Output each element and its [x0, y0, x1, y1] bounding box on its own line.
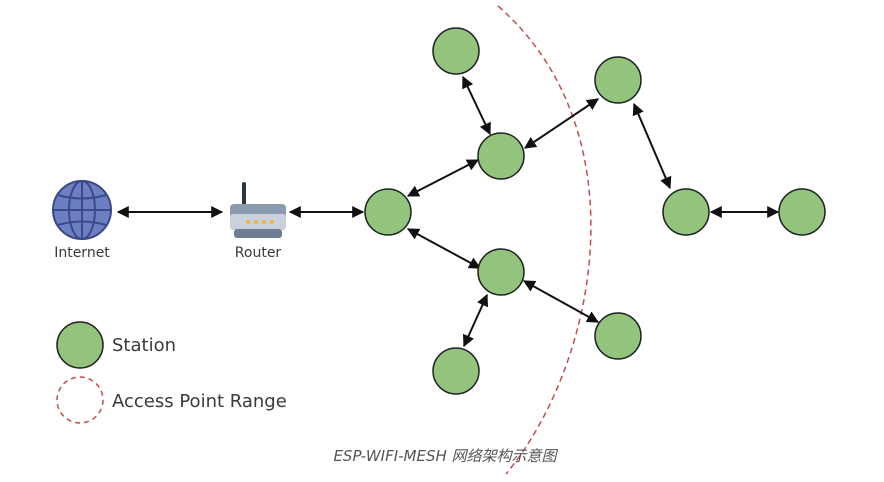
legend: Station Access Point Range [56, 321, 287, 424]
diagram-caption: ESP-WIFI-MESH 网络架构示意图 [333, 447, 558, 465]
station-upper [477, 132, 525, 180]
link-lower-bottom [462, 293, 489, 348]
legend-range-label: Access Point Range [112, 391, 287, 412]
station-lower [477, 248, 525, 296]
router-label: Router [235, 245, 282, 261]
station-top [432, 27, 480, 75]
station-right [594, 56, 642, 104]
link-upper-right [524, 98, 599, 149]
link-right-mid [632, 102, 672, 190]
link-upper-top [462, 75, 491, 136]
station-root [364, 188, 412, 236]
station-far [778, 188, 826, 236]
station-mid [662, 188, 710, 236]
station-lower-right [594, 312, 642, 360]
stations [364, 27, 826, 395]
legend-station-label: Station [112, 335, 176, 356]
station-bottom [432, 347, 480, 395]
globe-icon [52, 180, 112, 240]
legend-range-swatch [56, 376, 104, 424]
links [116, 75, 780, 348]
access-point-range-arc [497, 5, 592, 475]
link-lower-right [522, 280, 600, 323]
link-root-lower [406, 228, 482, 269]
router-icon [230, 182, 286, 238]
internet-label: Internet [54, 245, 110, 261]
legend-station-swatch [56, 321, 104, 369]
link-root-upper [406, 159, 480, 197]
